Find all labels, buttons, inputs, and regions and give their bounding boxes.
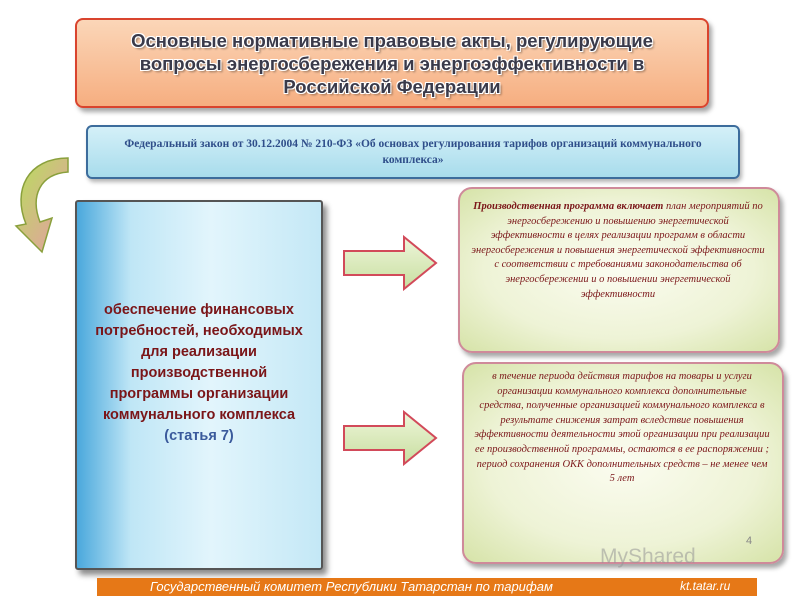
tariff-period-text: в течение периода действия тарифов на то… bbox=[474, 370, 770, 487]
financial-needs-text: обеспечение финансовых потребностей, нео… bbox=[90, 300, 308, 447]
retention-period-text: период сохранения ОКК дополнительных сре… bbox=[476, 458, 768, 485]
production-program-lead: Производственная программа включает bbox=[473, 201, 664, 212]
right-arrow-icon bbox=[342, 410, 438, 466]
footer-bar bbox=[97, 578, 757, 596]
tariff-period-box bbox=[462, 362, 784, 564]
page-number: 4 bbox=[746, 535, 753, 547]
production-program-box bbox=[458, 187, 780, 353]
footer-website-link[interactable]: kt.tatar.ru bbox=[680, 579, 731, 593]
federal-law-box: Федеральный закон от 30.12.2004 № 210-ФЗ… bbox=[86, 125, 740, 179]
page-title: Основные нормативные правовые акты, регу… bbox=[131, 29, 653, 97]
right-arrow-icon bbox=[342, 235, 438, 291]
financial-needs-label: обеспечение финансовых потребностей, нео… bbox=[95, 302, 303, 423]
financial-needs-box bbox=[75, 200, 323, 570]
footer-organization: Государственный комитет Республики Татар… bbox=[150, 579, 553, 594]
article-reference: (статья 7) bbox=[164, 428, 234, 444]
production-program-body: план мероприятий по энергосбережению и п… bbox=[471, 201, 765, 300]
curved-arrow-icon bbox=[8, 150, 88, 265]
federal-law-text: Федеральный закон от 30.12.2004 № 210-ФЗ… bbox=[124, 138, 702, 166]
title-box: Основные нормативные правовые акты, регу… bbox=[75, 18, 709, 108]
watermark-logo: MyShared bbox=[600, 545, 696, 568]
tariff-period-body: в течение периода действия тарифов на то… bbox=[474, 371, 770, 455]
production-program-text: Производственная программа включает план… bbox=[470, 200, 766, 302]
